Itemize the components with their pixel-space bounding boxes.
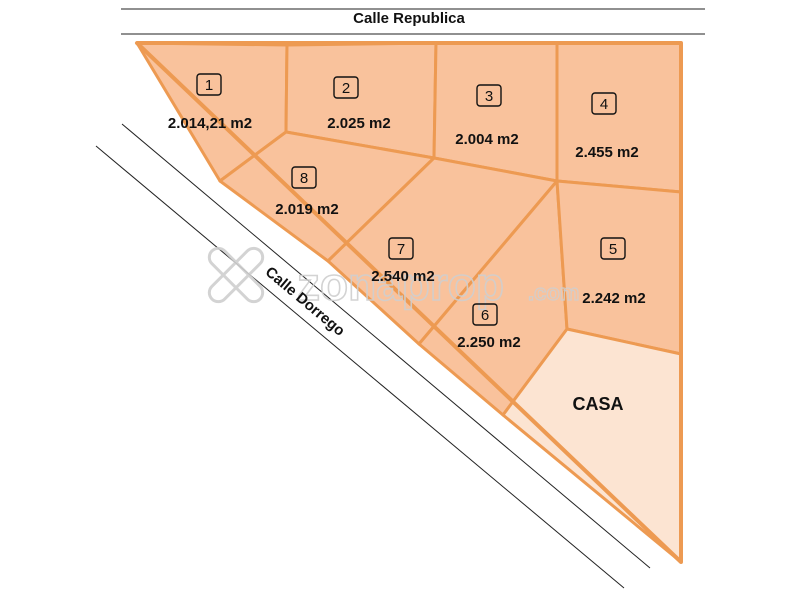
lot-2-area: 2.025 m2 bbox=[327, 115, 390, 132]
lot-5-number: 5 bbox=[609, 241, 617, 258]
lot-4-area: 2.455 m2 bbox=[575, 144, 638, 161]
lots-layer bbox=[135, 41, 683, 564]
lot-6-number-box bbox=[472, 303, 498, 326]
lot-7-number-box bbox=[388, 237, 414, 260]
lot-2[interactable]: 2 2.025 m2 bbox=[327, 76, 391, 132]
lot-3-number: 3 bbox=[485, 88, 493, 105]
street-edge-inner bbox=[121, 123, 651, 569]
lot-6-number: 6 bbox=[481, 307, 489, 324]
lot-6-area: 2.250 m2 bbox=[457, 334, 520, 351]
lot-8-number: 8 bbox=[300, 170, 308, 187]
lot-1-number: 1 bbox=[205, 77, 213, 94]
lot-5[interactable]: 5 2.242 m2 bbox=[582, 237, 646, 307]
lot-3-area: 2.004 m2 bbox=[455, 131, 518, 148]
lot-6[interactable]: 6 2.250 m2 bbox=[457, 303, 521, 351]
lot-5-number-box bbox=[600, 237, 626, 260]
house-lot[interactable]: CASA bbox=[572, 394, 623, 414]
lot-1[interactable]: 1 2.014,21 m2 bbox=[168, 73, 252, 132]
lot-3-number-box bbox=[476, 84, 502, 107]
house-label: CASA bbox=[572, 394, 623, 414]
street-dorrego bbox=[95, 123, 651, 589]
lot-8-number-box bbox=[291, 166, 317, 189]
lot-5-shape bbox=[555, 179, 683, 356]
lot-2-number-box bbox=[333, 76, 359, 99]
lot-8-area: 2.019 m2 bbox=[275, 201, 338, 218]
lot-1-number-box bbox=[196, 73, 222, 96]
watermark-logo-icon bbox=[207, 246, 265, 304]
property-outline bbox=[135, 41, 683, 564]
lot-7[interactable]: 7 2.540 m2 bbox=[371, 237, 435, 285]
lot-5-area: 2.242 m2 bbox=[582, 290, 645, 307]
lot-7-number: 7 bbox=[397, 241, 405, 258]
street-edge-outer bbox=[95, 145, 625, 589]
lot-4-shape bbox=[555, 41, 683, 194]
lot-4[interactable]: 4 2.455 m2 bbox=[575, 92, 639, 161]
street-republica: Calle Republica bbox=[121, 8, 705, 35]
lot-2-number: 2 bbox=[342, 80, 350, 97]
lot-7-area: 2.540 m2 bbox=[371, 268, 434, 285]
watermark: zonaprop .com bbox=[207, 246, 580, 311]
street-label-republica: Calle Republica bbox=[353, 10, 465, 27]
watermark-brand: zonaprop bbox=[297, 258, 504, 310]
lot-4-number-box bbox=[591, 92, 617, 115]
lot-4-number: 4 bbox=[600, 96, 608, 113]
lot-1-area: 2.014,21 m2 bbox=[168, 115, 252, 132]
lot-8[interactable]: 8 2.019 m2 bbox=[275, 166, 339, 218]
lot-3[interactable]: 3 2.004 m2 bbox=[455, 84, 519, 148]
watermark-suffix: .com bbox=[528, 280, 579, 305]
